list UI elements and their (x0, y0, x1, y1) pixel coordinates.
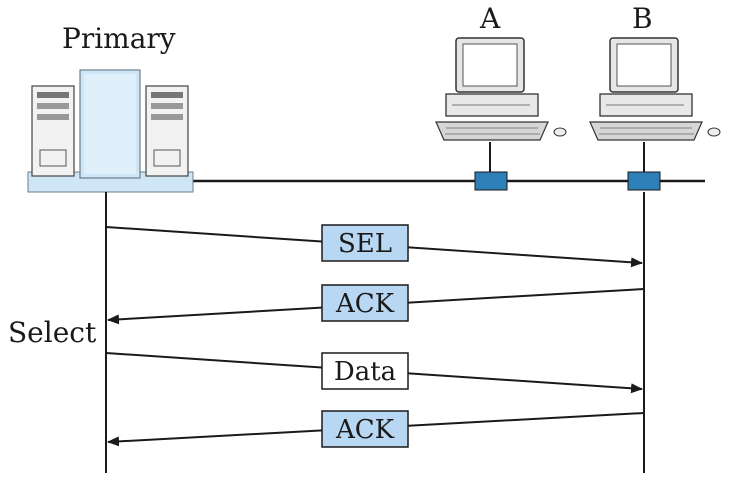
message-box-ack-1: ACK (321, 284, 409, 322)
station-a-tap (474, 171, 508, 191)
message-label-sel: SEL (338, 229, 392, 259)
message-label-ack-1: ACK (335, 289, 395, 319)
primary-server-icon (27, 69, 194, 193)
station-b-label: B (632, 2, 653, 35)
message-label-ack-2: ACK (335, 415, 395, 445)
message-box-data: Data (321, 352, 409, 390)
primary-label: Primary (62, 22, 176, 55)
message-box-ack-2: ACK (321, 410, 409, 448)
station-a-label: A (480, 2, 501, 35)
station-b-tap (627, 171, 661, 191)
message-box-sel: SEL (321, 224, 409, 262)
select-label: Select (8, 316, 97, 349)
message-label-data: Data (334, 357, 396, 387)
station-a-computer-icon (435, 37, 567, 141)
station-b-computer-icon (589, 37, 721, 141)
